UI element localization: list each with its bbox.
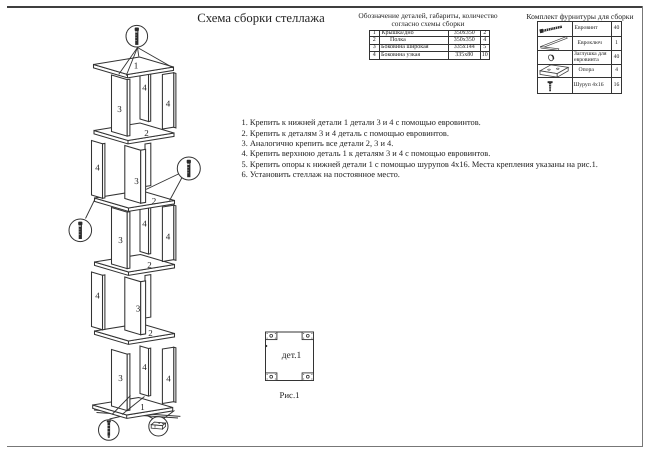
svg-text:4: 4	[166, 232, 171, 242]
svg-text:4: 4	[95, 163, 100, 173]
svg-text:4: 4	[95, 291, 100, 301]
svg-text:3: 3	[134, 176, 139, 186]
svg-text:2: 2	[144, 128, 149, 138]
svg-text:4: 4	[166, 99, 171, 109]
svg-text:3: 3	[118, 373, 123, 383]
svg-text:4: 4	[142, 362, 147, 372]
svg-text:2: 2	[152, 196, 157, 206]
svg-text:2: 2	[147, 260, 152, 270]
svg-text:4: 4	[142, 219, 147, 229]
svg-text:4: 4	[166, 374, 171, 384]
svg-text:3: 3	[136, 304, 141, 314]
svg-text:1: 1	[140, 402, 145, 412]
svg-text:4: 4	[142, 83, 147, 93]
svg-text:2: 2	[148, 328, 153, 338]
svg-text:1: 1	[134, 61, 139, 71]
svg-text:3: 3	[118, 235, 123, 245]
svg-text:3: 3	[117, 104, 122, 114]
